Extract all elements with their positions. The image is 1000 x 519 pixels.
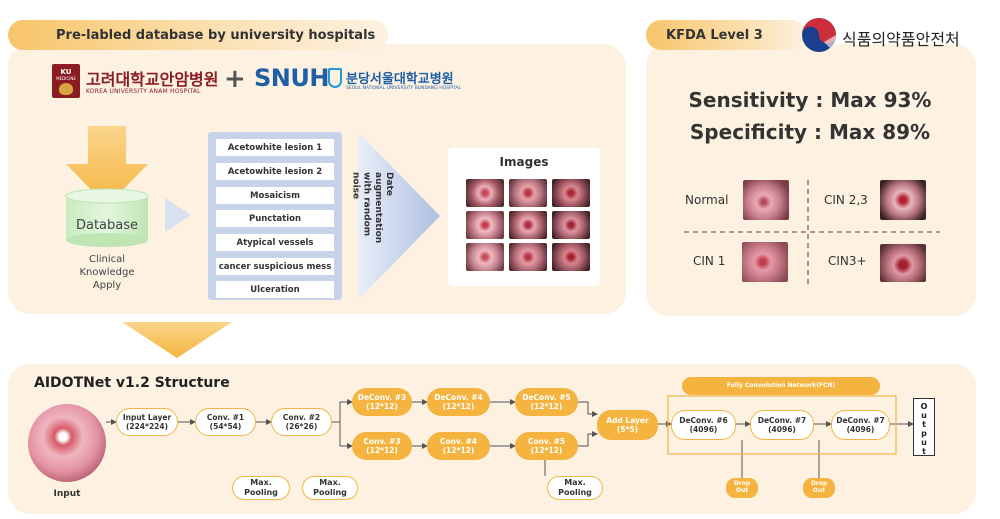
deconv7b-node: DeConv. #7(4096) bbox=[831, 410, 890, 440]
korea-univ-name-en: KOREA UNIVERSITY ANAM HOSPITAL bbox=[86, 88, 201, 95]
cervix-thumbnail bbox=[466, 211, 504, 239]
korea-univ-name-kr: 고려대학교안암병원 bbox=[86, 70, 219, 89]
fcn-label: Fully Convolution Network(FCN) bbox=[682, 377, 880, 395]
output-box: O u t p u t bbox=[913, 398, 935, 456]
deconv3-node: DeConv. #3(12*12) bbox=[352, 388, 412, 416]
conv2-node: Conv. #2(26*26) bbox=[271, 408, 332, 436]
snuh-logo-text: SNUH bbox=[254, 64, 329, 92]
korea-univ-badge-line1: KU bbox=[60, 68, 72, 76]
max-pooling-node: Max.Pooling bbox=[302, 476, 358, 500]
lesion-item: Punctation bbox=[216, 210, 334, 227]
add-layer-node: Add Layer(5*5) bbox=[597, 410, 658, 440]
down-arrow-icon bbox=[66, 126, 148, 206]
cervix-thumbnail bbox=[509, 211, 547, 239]
conv4-node: Conv. #4(12*12) bbox=[427, 432, 490, 460]
kfda-title: KFDA Level 3 bbox=[666, 27, 763, 43]
snuh-name-en: SEOUL NATIONAL UNIVERSITY BUNDANG HOSPIT… bbox=[346, 86, 462, 91]
output-letter: t bbox=[922, 420, 926, 429]
class-label-cin3plus: CIN3+ bbox=[828, 254, 867, 268]
cervix-thumbnail bbox=[466, 243, 504, 271]
augmentation-text: Date augmentation with random noise bbox=[350, 172, 394, 262]
output-letter: O bbox=[920, 402, 928, 411]
class-label-normal: Normal bbox=[685, 193, 729, 207]
deconv7a-node: DeConv. #7(4096) bbox=[750, 410, 814, 440]
specificity-text: Specificity : Max 89% bbox=[689, 120, 931, 144]
conv3-node: Conv. #3(12*12) bbox=[352, 432, 412, 460]
images-title: Images bbox=[499, 155, 549, 169]
taegeuk-logo-icon bbox=[802, 18, 837, 52]
cervix-thumbnail bbox=[509, 243, 547, 271]
input-caption: Input bbox=[53, 489, 81, 499]
augmentation-arrow-icon bbox=[358, 132, 440, 300]
korea-univ-badge-line2: MEDICINE bbox=[56, 76, 76, 81]
cervix-image-cin3plus bbox=[880, 244, 926, 282]
chevron-right-icon bbox=[165, 198, 191, 232]
clinical-line: Clinical bbox=[88, 254, 126, 265]
plus-sign: + bbox=[224, 64, 246, 94]
output-letter: t bbox=[922, 447, 926, 456]
cervix-image-normal bbox=[743, 180, 789, 220]
apply-line: Apply bbox=[92, 280, 122, 291]
lesion-item: cancer suspicious mess bbox=[216, 258, 334, 275]
lesion-item: Ulceration bbox=[216, 281, 334, 298]
cervix-image-cin1 bbox=[742, 242, 788, 282]
snuh-emblem-icon bbox=[328, 68, 342, 88]
cervix-thumbnail bbox=[466, 179, 504, 207]
class-label-cin1: CIN 1 bbox=[693, 254, 726, 268]
kfda-header: KFDA Level 3 bbox=[646, 20, 806, 50]
cervix-thumbnail bbox=[552, 179, 590, 207]
cervix-image-cin23 bbox=[880, 180, 926, 220]
output-letter: p bbox=[921, 429, 927, 438]
output-letter: u bbox=[921, 438, 927, 447]
database-panel-title: Pre-labled database by university hospit… bbox=[56, 27, 376, 43]
section-down-arrow-icon bbox=[122, 322, 232, 358]
augmentation-line2: with random noise bbox=[350, 172, 372, 237]
conv5-node: Conv. #5(12*12) bbox=[515, 432, 578, 460]
ministry-name: 식품의약품안전처 bbox=[842, 30, 960, 49]
cervix-thumbnail bbox=[552, 211, 590, 239]
database-label: Database bbox=[75, 218, 139, 233]
max-pooling-node: Max.Pooling bbox=[232, 476, 290, 500]
input-layer-node: Input Layer(224*224) bbox=[116, 408, 178, 436]
sensitivity-text: Sensitivity : Max 93% bbox=[688, 88, 932, 112]
deconv6-node: DeConv. #6(4096) bbox=[671, 410, 736, 440]
tiger-icon bbox=[59, 83, 73, 95]
korea-univ-logo: KU MEDICINE bbox=[52, 64, 80, 98]
knowledge-line: Knowledge bbox=[79, 267, 135, 278]
structure-title: AIDOTNet v1.2 Structure bbox=[34, 375, 230, 391]
lesion-item: Atypical vessels bbox=[216, 234, 334, 251]
class-grid-dividers bbox=[684, 180, 940, 286]
conv1-node: Conv. #1(54*54) bbox=[195, 408, 256, 436]
output-letter: u bbox=[921, 411, 927, 420]
lesion-item: Mosaicism bbox=[216, 187, 334, 204]
deconv4-node: DeConv. #4(12*12) bbox=[427, 388, 490, 416]
snuh-name-kr: 분당서울대학교병원 bbox=[346, 72, 454, 87]
max-pooling-node: Max.Pooling bbox=[547, 476, 603, 500]
database-panel-header: Pre-labled database by university hospit… bbox=[8, 20, 388, 50]
cervix-thumbnail bbox=[552, 243, 590, 271]
clinical-knowledge-text: Clinical Knowledge Apply bbox=[64, 253, 150, 292]
lesion-item: Acetowhite lesion 2 bbox=[216, 163, 334, 180]
input-cervix-image bbox=[28, 404, 106, 482]
database-cylinder-icon bbox=[65, 188, 149, 247]
class-label-cin23: CIN 2,3 bbox=[824, 193, 868, 207]
cervix-thumbnail bbox=[509, 179, 547, 207]
deconv5-node: DeConv. #5(12*12) bbox=[515, 388, 578, 416]
lesion-item: Acetowhite lesion 1 bbox=[216, 139, 334, 156]
augmentation-line1: Date augmentation bbox=[372, 172, 394, 244]
